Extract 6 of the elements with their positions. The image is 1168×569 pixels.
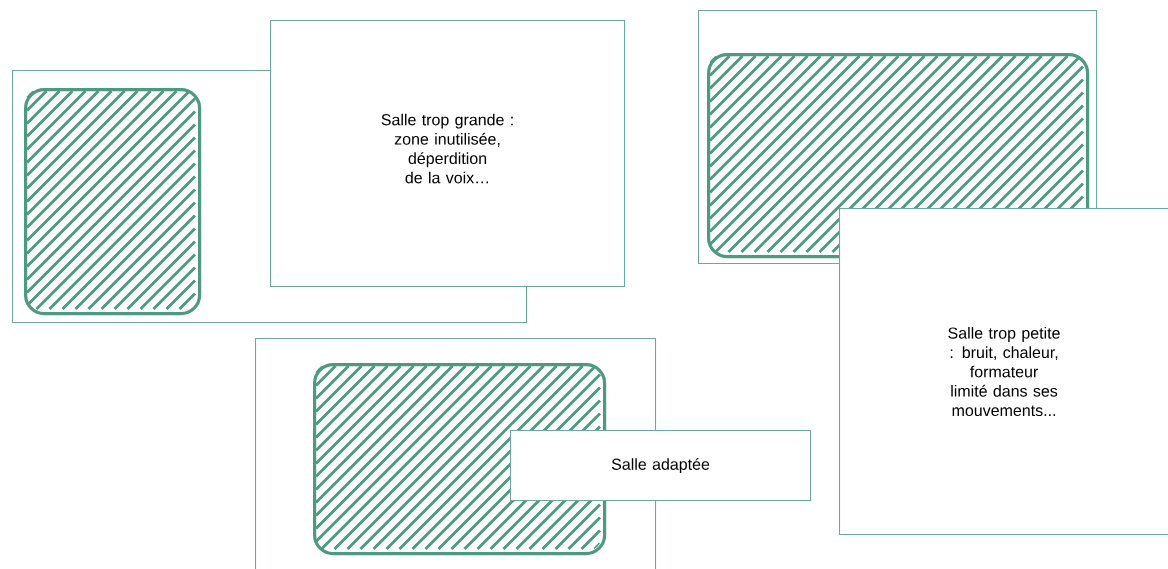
node-label: Salle trop petite : bruit, chaleur, formateur limité dans ses mouvements... [948,327,1060,417]
text-box: Salle trop petite : bruit, chaleur, formateur limité dans ses mouvements... [839,208,1168,536]
text-box: Salle adaptée [510,430,812,502]
text-box: Salle trop grande : zone inutilisée, déperdition de la voix… [270,20,626,288]
hatched-room [313,363,607,556]
hatched-room [24,88,202,316]
